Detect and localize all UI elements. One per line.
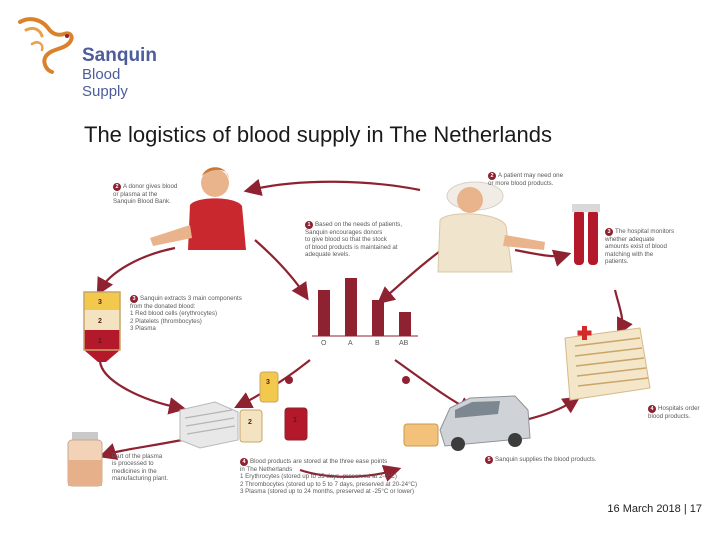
storage-bag-label-1: 1 <box>293 417 297 424</box>
page-title: The logistics of blood supply in The Net… <box>84 122 552 147</box>
donor-figure <box>150 167 246 250</box>
blood-group-label-ab: AB <box>399 340 409 347</box>
logo-brand: Sanquin <box>82 45 157 66</box>
sanquin-logo: Sanquin Blood Supply <box>12 14 162 100</box>
blood-group-bars: O A B AB <box>312 278 418 347</box>
pelican-logo-icon <box>18 17 74 74</box>
step-number: 2 <box>488 172 496 180</box>
step-number: 5 <box>485 456 493 464</box>
storage-bags-icon: 3 2 1 <box>239 371 308 443</box>
delivery-van-icon <box>403 395 531 451</box>
step-marker-dots <box>285 376 410 384</box>
step-number: 3 <box>605 228 613 236</box>
step-number: 4 <box>240 458 248 466</box>
step-number: 3 <box>130 295 138 303</box>
blood-bank-buildings-icon <box>179 401 239 449</box>
blood-group-bar-o <box>318 290 330 336</box>
logo-subtitle: Blood Supply <box>82 66 128 100</box>
bag-segment-2: 2 <box>98 318 102 325</box>
blood-group-label-o: O <box>321 340 327 347</box>
bag-segment-3: 3 <box>98 299 102 306</box>
storage-bag-label-2: 2 <box>248 419 252 426</box>
blood-group-bar-ab <box>399 312 411 336</box>
step-number: 1 <box>305 221 313 229</box>
storage-bag-label-3: 3 <box>266 379 270 386</box>
hospital-building-icon <box>564 326 651 401</box>
blood-bag-components-icon: 3 2 1 <box>83 291 121 362</box>
blood-tubes-icon <box>572 204 600 265</box>
blood-group-bar-a <box>345 278 357 336</box>
bag-segment-1: 1 <box>98 338 102 345</box>
step-number: 4 <box>648 405 656 413</box>
footer-date-page: 16 March 2018 | 17 <box>607 503 702 515</box>
medicine-vial-icon <box>67 432 103 487</box>
plasma-note: Part of the plasma is processed to medic… <box>112 453 169 483</box>
patient-figure <box>437 181 545 273</box>
blood-group-label-a: A <box>348 340 353 347</box>
step-number: 2 <box>113 183 121 191</box>
blood-group-label-b: B <box>375 340 380 347</box>
blood-group-bar-b <box>372 300 384 336</box>
